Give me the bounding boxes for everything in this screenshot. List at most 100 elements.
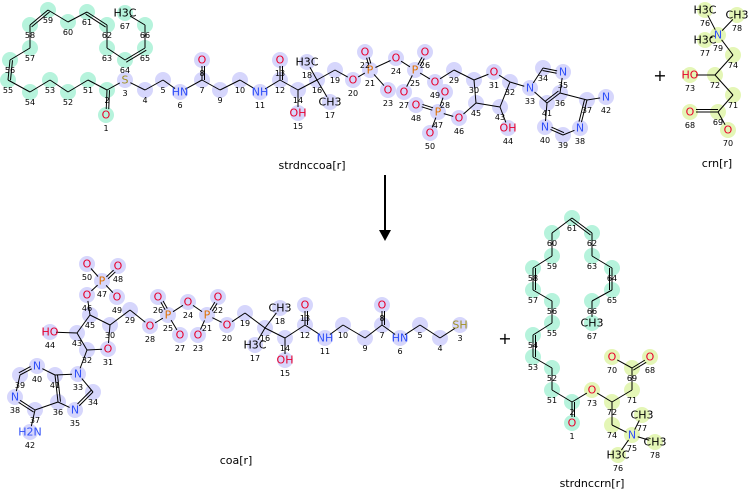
bond [545, 102, 548, 122]
bond [334, 69, 348, 78]
atom-strdnccoar-32: 32 [505, 88, 515, 97]
double-bond [551, 126, 565, 134]
atom-strdnccoar-46: O46 [454, 112, 464, 137]
atom-strdnccrnr-54: 54 [528, 341, 538, 350]
bond [304, 324, 321, 336]
atom-highlight [79, 287, 95, 303]
bond [417, 57, 423, 65]
atom-highlight [299, 54, 315, 70]
atom-number: 70 [723, 139, 733, 148]
atom-number: 69 [713, 118, 723, 127]
atom-number: 70 [607, 366, 617, 375]
atom-coar-37: 37 [30, 416, 40, 425]
bond [551, 217, 573, 234]
atom-coar-16: 16 [260, 334, 270, 343]
atom-coar-49: O49 [112, 291, 122, 316]
atom-crnr-68: O68 [685, 106, 695, 131]
atom-number: 16 [260, 334, 270, 343]
reaction-arrow [379, 175, 391, 241]
atom-label: O [276, 54, 285, 67]
double-bond [545, 90, 559, 102]
bond [264, 79, 281, 90]
atom-number: 19 [240, 319, 250, 328]
atom-highlight [584, 315, 600, 331]
atom-highlight [22, 424, 38, 440]
atom-number: 14 [293, 96, 303, 105]
atom-strdnccrnr-2: 2 [569, 408, 574, 417]
atom-strdnccrnr-1: O1 [568, 417, 577, 442]
atom-label: O [568, 417, 577, 430]
atom-label: N [559, 66, 567, 79]
atom-coar-28: O28 [145, 320, 155, 345]
atom-label: H3C [114, 7, 137, 20]
atom-number: 72 [710, 81, 720, 90]
atom-highlight [392, 330, 408, 346]
atom-number: 21 [365, 79, 375, 88]
atom-strdnccoar-51: 51 [83, 86, 93, 95]
atom-highlight [396, 84, 412, 100]
double-bond [126, 49, 147, 63]
atom-highlight [417, 44, 433, 60]
atom-coar-20: O20 [222, 319, 232, 344]
atom-number: 22 [213, 306, 223, 315]
atom-label: O [441, 86, 450, 99]
bond [586, 97, 601, 101]
bond [580, 99, 588, 123]
atom-coar-31: O31 [103, 343, 113, 368]
atom-label: P [367, 64, 374, 77]
atom-label: O [392, 52, 401, 65]
atom-label: O [426, 127, 435, 140]
atom-number: 78 [732, 24, 742, 33]
atom-number: 39 [15, 381, 25, 390]
atom-label: CH3 [726, 9, 749, 22]
double-bond [77, 389, 92, 405]
bond [439, 69, 455, 80]
atom-highlight [252, 84, 268, 100]
bond [144, 79, 164, 91]
atom-label: O [301, 299, 310, 312]
bond [499, 106, 507, 123]
atom-number: 38 [575, 137, 585, 146]
atom-strdnccoar-53: 53 [45, 86, 55, 95]
atom-highlight [634, 407, 650, 423]
atom-number: 27 [399, 101, 409, 110]
atom-highlight [452, 317, 468, 333]
atom-number: 3 [457, 334, 462, 343]
atom-label: O [104, 343, 113, 356]
bond [431, 117, 437, 128]
bond [55, 331, 78, 334]
atom-number: 64 [120, 66, 130, 75]
bond [172, 304, 184, 313]
bond [86, 11, 108, 26]
atom-number: 72 [607, 408, 617, 417]
atom-strdnccrnr-64: 64 [607, 274, 617, 283]
atom-label: P [165, 309, 172, 322]
atom-number: 12 [300, 331, 310, 340]
atom-label: H3C [244, 339, 267, 352]
atom-strdnccrnr-73: O73 [587, 384, 597, 409]
bond [264, 327, 286, 339]
double-bond [578, 99, 586, 122]
atom-strdnccoar-42: N42 [601, 91, 611, 116]
atom-coar-12: 12 [300, 331, 310, 340]
atom-coar-24: O24 [183, 296, 193, 321]
atom-label: O [176, 329, 185, 342]
atom-strdnccoar-2: 2 [104, 96, 109, 105]
atom-strdnccoar-10: 10 [235, 86, 245, 95]
atom-label: N [714, 29, 722, 42]
atom-label: H3C [694, 34, 717, 47]
atom-highlight [610, 447, 626, 463]
bond [419, 324, 441, 339]
atom-highlight [117, 5, 133, 21]
atom-highlight [272, 52, 288, 68]
atom-coar-6: HN6 [392, 332, 409, 357]
bond [91, 284, 98, 292]
atom-number: 4 [142, 96, 147, 105]
atom-strdnccoar-64: 64 [120, 66, 130, 75]
atom-number: 2 [104, 96, 109, 105]
bond [284, 324, 306, 339]
atom-strdnccoar-56: 56 [5, 66, 15, 75]
